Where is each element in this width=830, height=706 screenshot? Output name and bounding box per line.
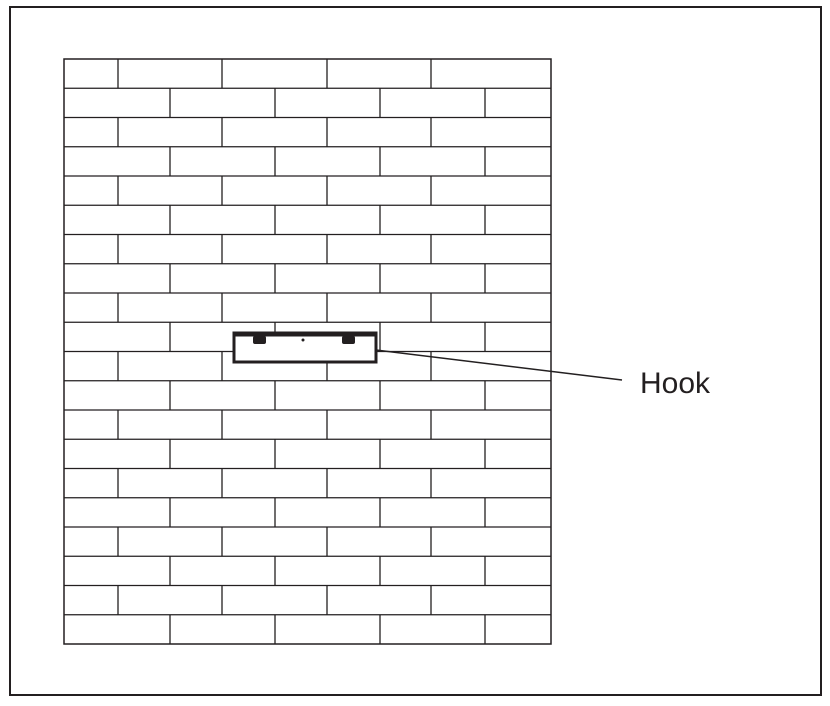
- outer-frame: [9, 6, 822, 696]
- hook-screw-right: [342, 336, 355, 344]
- hook: [232, 331, 378, 364]
- hook-screw-left: [253, 336, 266, 344]
- callout-leader-line: [375, 349, 623, 381]
- hook-center-mark: [301, 338, 305, 342]
- callout-label: Hook: [640, 367, 711, 400]
- brick-wall: [63, 58, 552, 645]
